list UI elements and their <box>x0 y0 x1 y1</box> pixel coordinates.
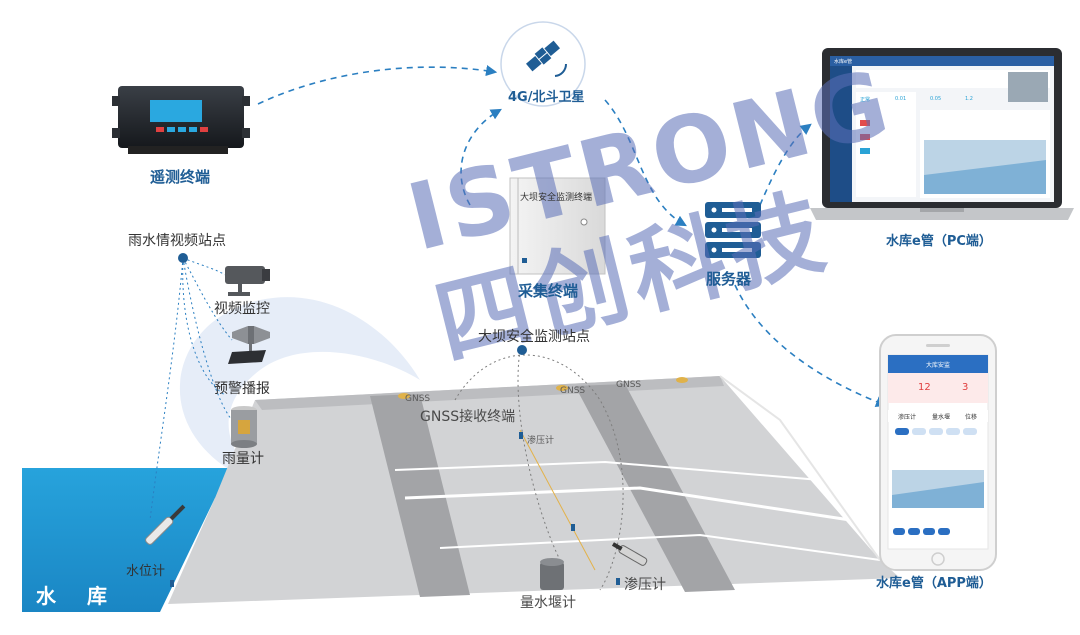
cabinet-title: 大坝安全监测终端 <box>520 193 593 203</box>
gnss-terminal-label: GNSS接收终端 <box>420 409 516 425</box>
satellite-signal-arc <box>554 63 568 77</box>
pc-screen-brand: 水库e管 <box>834 59 853 65</box>
piezometer-icon <box>611 542 648 566</box>
dam-terrace-1 <box>394 460 821 481</box>
phone-count-1: 12 <box>918 382 931 393</box>
link-telemetry-satellite <box>257 65 498 105</box>
warning-broadcast-label: 预警播报 <box>214 381 270 397</box>
link-satellite-server <box>604 99 687 227</box>
satellite-icon <box>525 40 561 72</box>
dam-terrace-3 <box>439 533 881 561</box>
satellite-ring <box>500 21 586 107</box>
reservoir-water <box>22 468 255 612</box>
gnss-antenna-3 <box>676 377 688 383</box>
phone-tab-3: 位移 <box>965 414 978 421</box>
water-level-label: 水位计 <box>126 564 166 579</box>
telemetry-terminal-label: 遥测终端 <box>150 168 211 186</box>
dam-monitor-arc-2 <box>517 349 561 561</box>
gnss-antenna-1 <box>398 393 410 399</box>
pc-screen-value-3: 0.05 <box>930 96 942 102</box>
satellite-label: 4G/北斗卫星 <box>508 90 585 105</box>
phone-header-title: 大库安监 <box>926 362 951 369</box>
mobile-app-label: 水库e管（APP端） <box>876 576 992 591</box>
inner-gauge-tag: 渗压计 <box>527 436 555 446</box>
water-level-probe <box>145 504 186 545</box>
rain-gauge-label: 雨量计 <box>222 451 264 467</box>
reservoir-label: 水 库 <box>36 584 119 608</box>
piezometer-label: 渗压计 <box>624 577 666 593</box>
marker-4 <box>170 580 174 587</box>
link-server-pc <box>759 123 812 206</box>
pc-app-label: 水库e管（PC端） <box>886 234 992 249</box>
pc-screen-value-4: 1.2 <box>965 96 973 102</box>
dam-strip-1 <box>370 394 470 597</box>
warning-speaker-icon <box>228 326 270 364</box>
marker-2 <box>571 524 575 531</box>
rain-station-label: 雨水情视频站点 <box>128 233 226 249</box>
marker-1 <box>519 432 523 439</box>
gnss-tag-1: GNSS <box>405 394 431 404</box>
phone-device <box>879 334 997 571</box>
dam-strip-2 <box>575 384 735 592</box>
gnss-antenna-2 <box>556 385 568 391</box>
gnss-tag-3: GNSS <box>616 380 642 390</box>
rain-station-links <box>149 257 233 521</box>
phone-tab-1: 渗压计 <box>898 414 917 421</box>
rain-station-node <box>178 253 188 263</box>
collection-terminal-label: 采集终端 <box>518 282 579 300</box>
link-server-app <box>734 284 888 408</box>
collection-cabinet <box>509 177 606 275</box>
dam-top-surface <box>168 376 900 604</box>
phone-tab-2: 量水堰 <box>932 414 951 421</box>
gnss-tag-2: GNSS <box>560 386 586 396</box>
weir-meter-icon <box>540 558 564 590</box>
weir-label: 量水堰计 <box>520 595 576 611</box>
dam-station-label: 大坝安全监测站点 <box>478 329 590 345</box>
dam-right-edge <box>719 375 881 561</box>
link-collector-satellite <box>460 108 502 206</box>
rain-gauge-icon <box>231 406 257 448</box>
laptop-device <box>810 48 1074 220</box>
server-icon <box>705 202 761 258</box>
video-monitor-label: 视频监控 <box>214 301 270 317</box>
telemetry-terminal-device <box>112 86 250 154</box>
pc-screen-value-1: 正常 <box>860 97 871 103</box>
video-camera-icon <box>225 266 270 296</box>
phone-count-2: 3 <box>962 382 969 393</box>
seepage-line <box>519 429 596 571</box>
dam-terrace-2 <box>404 486 851 522</box>
marker-3 <box>616 578 620 585</box>
dam-station-node <box>517 345 527 355</box>
server-label: 服务器 <box>706 270 752 288</box>
pc-screen-value-2: 0.01 <box>895 96 907 102</box>
